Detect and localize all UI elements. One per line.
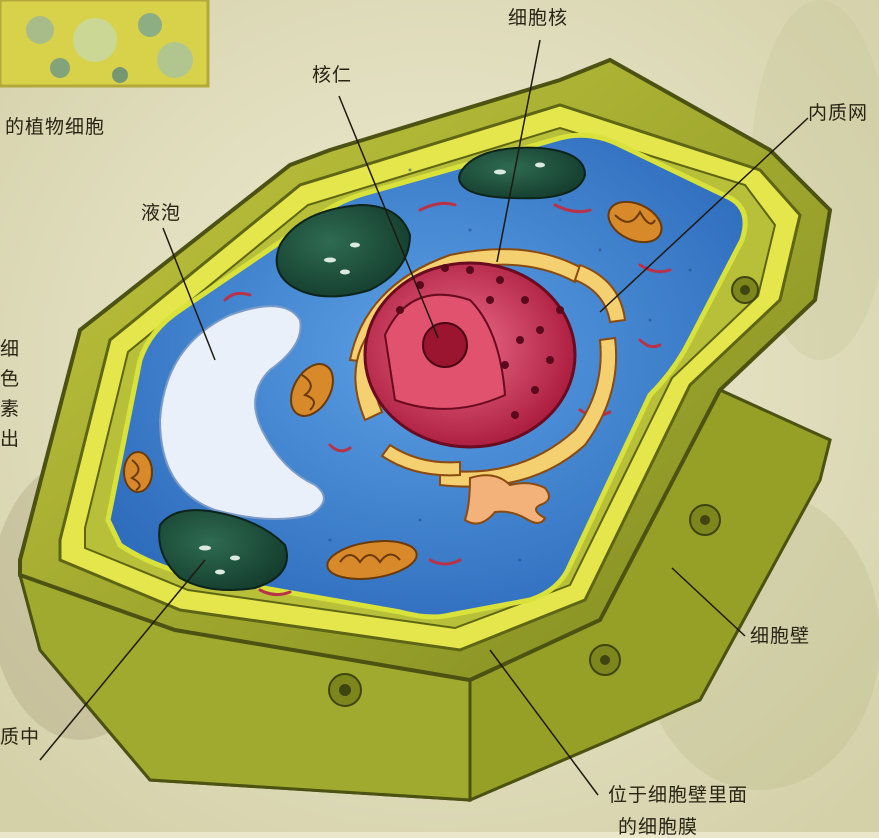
- label-nucleolus: 核仁: [312, 66, 352, 85]
- label-cytoplasm-fragment: 质中: [0, 728, 40, 747]
- micrograph-inset: [0, 0, 208, 86]
- label-membrane-line1: 位于细胞壁里面: [608, 786, 748, 805]
- label-er: 内质网: [808, 104, 868, 123]
- label-nucleus: 细胞核: [508, 9, 568, 28]
- label-plant-cell-caption: 的植物细胞: [5, 118, 105, 137]
- left-column-char: 素: [0, 394, 22, 424]
- left-column-char: 出: [0, 424, 22, 454]
- mitochondrion: [124, 452, 152, 492]
- label-membrane-line2: 的细胞膜: [618, 818, 698, 837]
- left-column-text: 细 色 素 出: [0, 334, 22, 454]
- label-cell-wall: 细胞壁: [750, 627, 810, 646]
- left-column-char: 色: [0, 364, 22, 394]
- nucleolus: [423, 323, 467, 367]
- label-vacuole: 液泡: [141, 204, 181, 223]
- left-column-char: 细: [0, 334, 22, 364]
- nucleus: [365, 263, 575, 447]
